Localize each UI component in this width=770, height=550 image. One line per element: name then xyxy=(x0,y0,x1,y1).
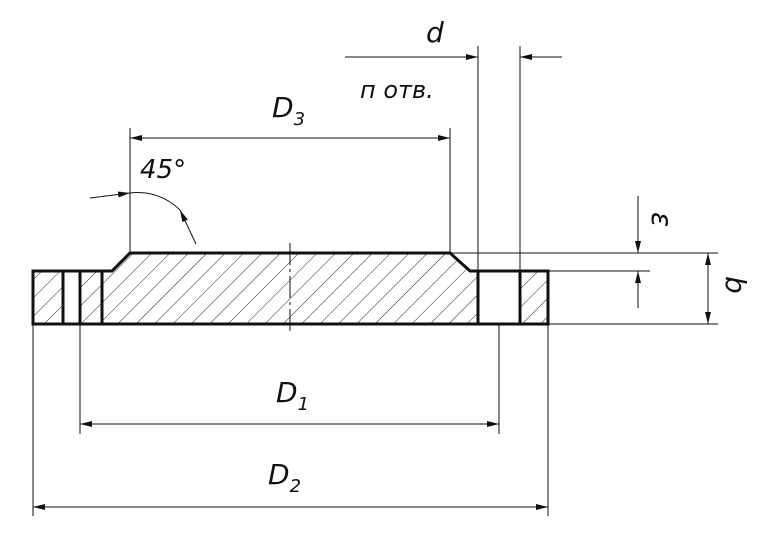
left-web-section xyxy=(80,271,102,324)
dim-D1: D1 xyxy=(79,324,500,434)
label-d: d xyxy=(426,16,444,49)
label-b: b xyxy=(719,276,752,294)
dim-chamfer-angle: 45° xyxy=(89,155,197,245)
dim-epsilon: ε xyxy=(450,196,678,308)
dim-D3: D3 xyxy=(129,91,451,253)
label-angle: 45° xyxy=(140,155,186,185)
dim-hole-d: d п отв. xyxy=(345,16,562,271)
right-rim-section xyxy=(520,271,548,324)
left-rim-section xyxy=(33,271,63,324)
dim-b: b xyxy=(520,252,752,325)
flange-outline xyxy=(31,251,550,326)
label-D1: D1 xyxy=(276,376,309,415)
label-D2: D2 xyxy=(268,458,301,497)
dim-D2: D2 xyxy=(32,324,549,516)
label-epsilon: ε xyxy=(645,212,678,227)
label-D3: D3 xyxy=(272,91,305,130)
label-n-holes: п отв. xyxy=(360,76,434,104)
